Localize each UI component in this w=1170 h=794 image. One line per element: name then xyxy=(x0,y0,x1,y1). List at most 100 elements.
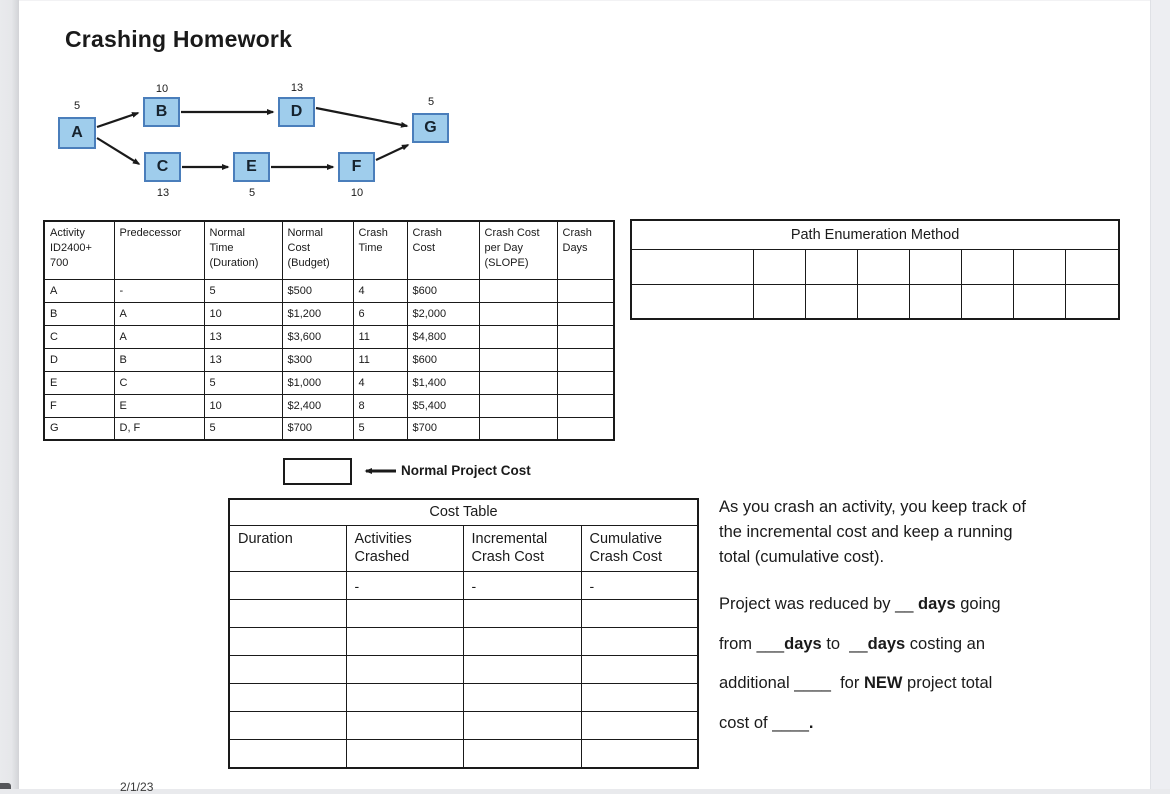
table-cell: - xyxy=(580,571,699,601)
table-cell xyxy=(478,370,558,395)
table-cell xyxy=(228,655,347,685)
normal-project-cost-label: Normal Project Cost xyxy=(401,463,531,478)
edge-a-b xyxy=(96,111,140,129)
text-segment: NEW xyxy=(863,674,903,692)
table-cell xyxy=(478,278,558,303)
diagram-edges xyxy=(96,106,410,170)
activity-node-F: F xyxy=(338,152,375,182)
column-header: Normal Cost (Budget) xyxy=(281,220,354,280)
path-table-row xyxy=(630,283,1120,320)
activity-node-C: C xyxy=(144,152,181,182)
table-cell xyxy=(345,711,464,741)
table-cell: $700 xyxy=(281,416,354,441)
edge-f-g xyxy=(375,144,410,161)
table-cell xyxy=(556,370,615,395)
table-cell xyxy=(228,683,347,713)
table-cell: $600 xyxy=(406,347,480,372)
column-header: Crash Days xyxy=(556,220,615,280)
table-cell xyxy=(556,301,615,326)
table-row xyxy=(228,655,699,685)
table-cell: A xyxy=(43,278,115,303)
table-cell xyxy=(556,324,615,349)
edge-a-c xyxy=(96,137,141,165)
table-cell: C xyxy=(113,370,205,395)
table-cell: E xyxy=(113,393,205,418)
table-cell xyxy=(580,739,699,769)
table-cell: $1,000 xyxy=(281,370,354,395)
table-cell: A xyxy=(113,324,205,349)
table-cell: D xyxy=(43,347,115,372)
column-header: Duration xyxy=(228,524,347,573)
table-cell: F xyxy=(43,393,115,418)
table-cell: $1,200 xyxy=(281,301,354,326)
note-block: As you crash an activity, you keep track… xyxy=(719,495,1111,743)
text-segment: days xyxy=(784,634,822,653)
cost-table-title-row: Cost Table xyxy=(228,498,699,526)
table-cell: - xyxy=(345,571,464,601)
table-cell: E xyxy=(43,370,115,395)
table-cell xyxy=(478,393,558,418)
table-row xyxy=(228,683,699,713)
table-cell: $5,400 xyxy=(406,393,480,418)
table-cell: 5 xyxy=(203,370,283,395)
table-cell: 13 xyxy=(203,347,283,372)
table-cell xyxy=(228,711,347,741)
table-cell: G xyxy=(43,416,115,441)
table-cell: $600 xyxy=(406,278,480,303)
table-cell: 4 xyxy=(352,370,408,395)
table-cell: $1,400 xyxy=(406,370,480,395)
table-cell xyxy=(345,655,464,685)
column-header: Cumulative Crash Cost xyxy=(580,524,699,573)
table-cell xyxy=(462,599,582,629)
table-cell xyxy=(345,683,464,713)
table-cell xyxy=(462,655,582,685)
table-cell xyxy=(478,301,558,326)
activity-node-E: E xyxy=(233,152,270,182)
table-cell: $4,800 xyxy=(406,324,480,349)
table-cell xyxy=(345,627,464,657)
table-cell: 11 xyxy=(352,324,408,349)
text-segment: days xyxy=(867,634,906,653)
text-segment: to __ xyxy=(821,634,868,653)
table-cell: $2,000 xyxy=(406,301,480,326)
table-cell: - xyxy=(113,278,205,303)
table-cell: 5 xyxy=(352,416,408,441)
table-row: --- xyxy=(228,571,699,601)
table-cell: 6 xyxy=(352,301,408,326)
table-cell xyxy=(580,711,699,741)
table-cell xyxy=(478,416,558,441)
activity-node-B: B xyxy=(143,97,180,127)
duration-label-E: 5 xyxy=(248,187,256,199)
table-row xyxy=(228,711,699,741)
column-header: Activities Crashed xyxy=(345,524,464,573)
column-header: Predecessor xyxy=(113,220,205,280)
left-arrow-icon xyxy=(364,468,396,474)
duration-label-F: 10 xyxy=(350,187,364,199)
table-cell: $500 xyxy=(281,278,354,303)
table-cell: 13 xyxy=(203,324,283,349)
text-segment: project total cost of ____ xyxy=(719,674,993,732)
table-cell xyxy=(462,711,582,741)
duration-label-A: 5 xyxy=(73,100,81,112)
table-cell: 5 xyxy=(203,416,283,441)
table-cell xyxy=(462,683,582,713)
table-cell: $3,600 xyxy=(281,324,354,349)
text-segment: Project was reduced by __ xyxy=(719,595,919,613)
table-cell xyxy=(580,683,699,713)
page-title: Crashing Homework xyxy=(65,26,293,52)
column-header: Crash Time xyxy=(352,220,408,280)
note-paragraph-2: Project was reduced by __ days going fro… xyxy=(719,585,1111,743)
table-cell: 4 xyxy=(352,278,408,303)
table-cell xyxy=(556,347,615,372)
table-cell: 11 xyxy=(352,347,408,372)
table-cell: $700 xyxy=(406,416,480,441)
bottom-left-ui-fragment xyxy=(0,783,11,789)
path-table-row xyxy=(630,248,1120,285)
